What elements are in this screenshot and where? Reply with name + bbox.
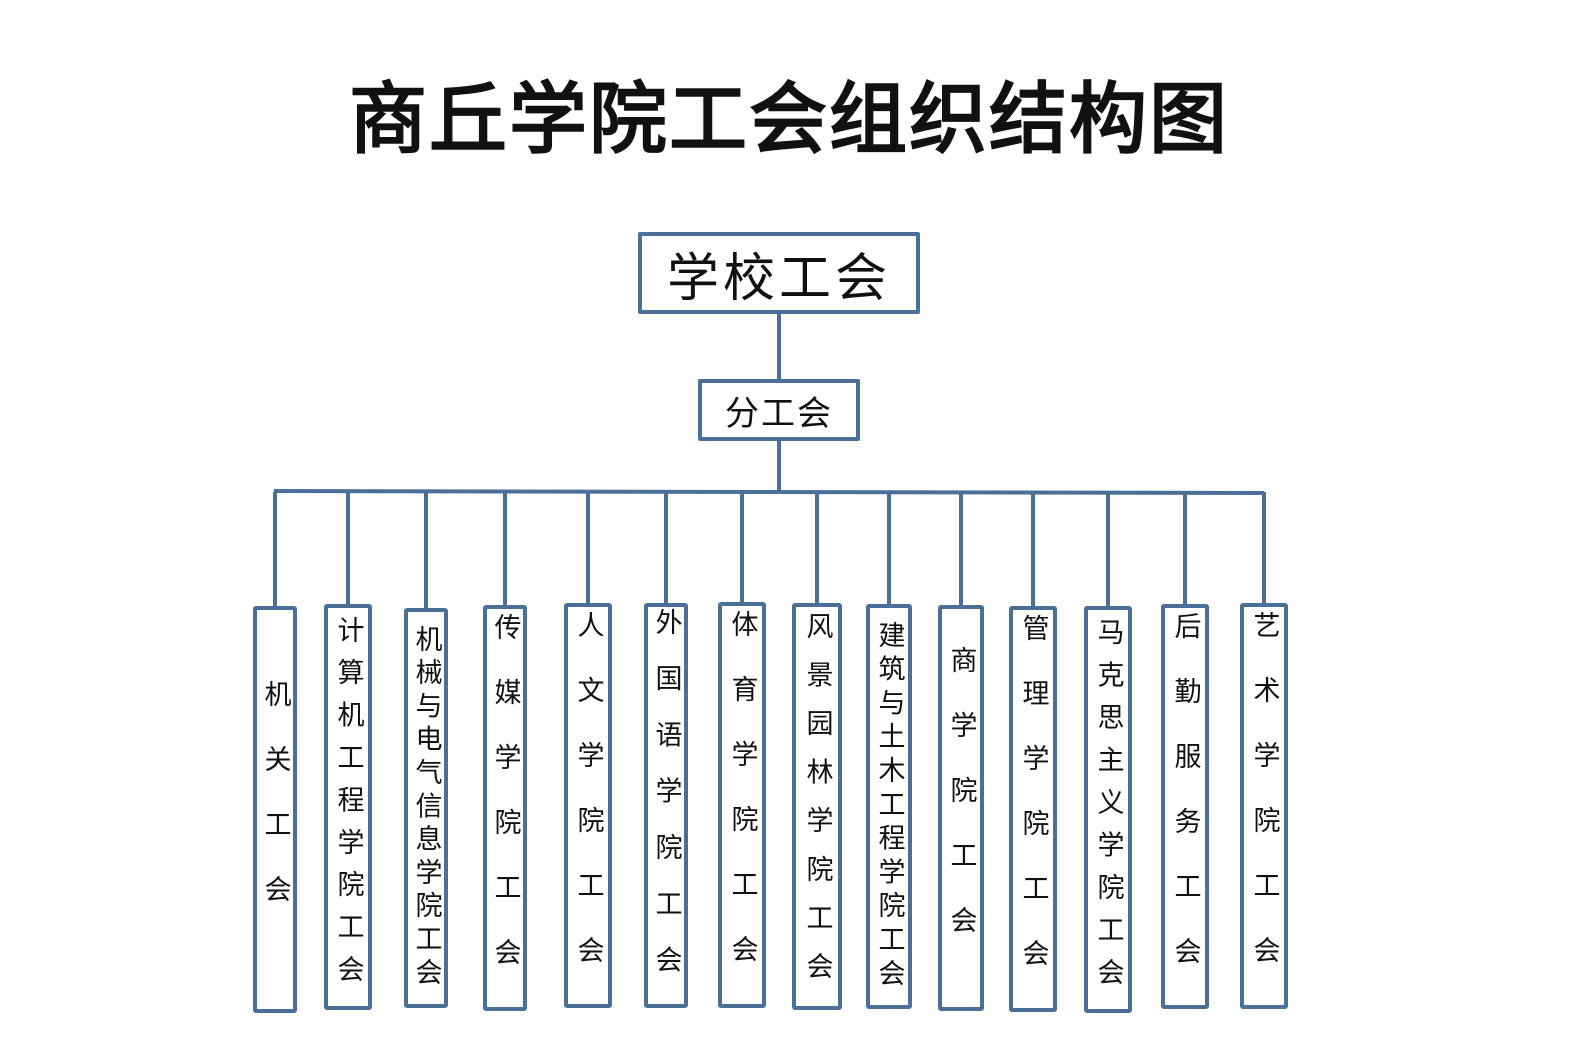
root-node-label: 学校工会 [666,248,891,309]
unit-node: 商学院工会 [938,605,984,1011]
unit-label: 风景园林学院工会 [801,612,833,1001]
unit-label: 人文学院工会 [572,610,604,1001]
unit-node: 建筑与土木工程学院工会 [866,604,912,1009]
root-node-school-union: 学校工会 [638,232,920,314]
unit-label: 管理学院工会 [1017,614,1049,1004]
unit-label: 商学院工会 [945,645,977,971]
unit-label: 机关工会 [259,679,291,940]
unit-node: 传媒学院工会 [483,605,527,1011]
unit-node: 管理学院工会 [1009,606,1057,1012]
unit-node: 机械与电气信息学院工会 [404,608,448,1008]
unit-node: 体育学院工会 [718,602,766,1008]
chart-title: 商丘学院工会组织结构图 [348,74,1229,165]
unit-node: 艺术学院工会 [1240,603,1288,1009]
unit-node: 后勤服务工会 [1161,604,1209,1009]
unit-label: 机械与电气信息学院工会 [410,624,442,992]
unit-node: 马克思主义学院工会 [1084,606,1132,1013]
unit-label: 体育学院工会 [726,610,758,1000]
unit-label: 后勤服务工会 [1169,611,1201,1002]
unit-label: 传媒学院工会 [489,613,521,1003]
middle-node-branch-union: 分工会 [698,379,860,441]
unit-node: 计算机工程学院工会 [324,604,372,1010]
unit-label: 外国语学院工会 [650,608,682,1003]
unit-label: 建筑与土木工程学院工会 [873,620,905,993]
middle-node-label: 分工会 [725,393,833,434]
unit-node: 风景园林学院工会 [792,603,842,1010]
unit-label: 艺术学院工会 [1248,611,1280,1001]
unit-label: 计算机工程学院工会 [332,616,364,998]
unit-node: 人文学院工会 [564,603,612,1008]
unit-node: 外国语学院工会 [644,603,688,1008]
unit-label: 马克思主义学院工会 [1092,618,1124,1001]
unit-node: 机关工会 [253,606,297,1013]
horizontal-bus-line [273,489,1265,495]
